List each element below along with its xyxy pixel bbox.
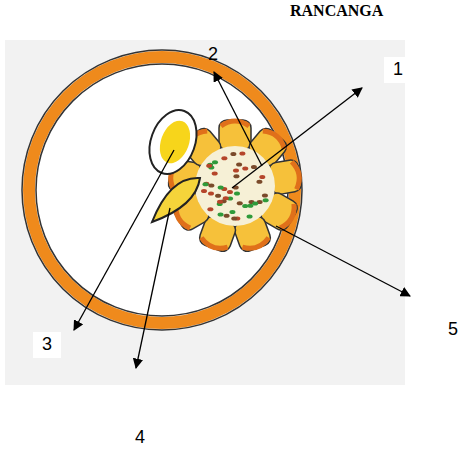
garnish: [234, 192, 240, 196]
leader-line: [214, 72, 262, 166]
heading-text: RANCANGA: [290, 2, 383, 20]
garnish: [237, 201, 243, 205]
callout-number: 5: [448, 320, 458, 340]
garnish: [208, 183, 214, 187]
garnish: [247, 204, 253, 208]
garnish: [251, 165, 257, 169]
garnish: [218, 185, 224, 189]
garnish: [247, 214, 253, 218]
garnish: [263, 198, 269, 202]
garnish: [202, 182, 208, 186]
garnish: [233, 168, 239, 172]
callout-number: 2: [208, 45, 218, 65]
lemon-wedge: [152, 178, 200, 222]
leader-line: [232, 88, 362, 188]
plate-edge: [22, 50, 302, 330]
egg: [141, 103, 205, 180]
garnish: [259, 175, 265, 179]
garnish: [215, 194, 221, 198]
garnish: [233, 174, 239, 178]
callout-number: 1: [384, 57, 412, 83]
plate-rim: [29, 57, 295, 323]
garnish: [242, 166, 248, 170]
garnish: [207, 207, 213, 211]
garnish: [262, 194, 268, 198]
garnish: [206, 164, 212, 168]
callout-number: 3: [33, 332, 61, 358]
leader-line: [136, 208, 170, 368]
garnish: [212, 171, 218, 175]
garnish: [242, 204, 248, 208]
garnish: [227, 190, 233, 194]
garnish: [201, 189, 207, 193]
garnish: [231, 217, 237, 221]
garnish: [221, 156, 227, 160]
leader-line: [276, 226, 410, 296]
garnish: [218, 213, 224, 217]
garnish: [256, 180, 262, 184]
callout-number: 4: [135, 428, 145, 448]
garnish: [236, 162, 242, 166]
garnish: [229, 210, 235, 214]
garnish: [224, 214, 230, 218]
photo-ground: [5, 40, 405, 385]
garnish: [239, 152, 245, 156]
garnish: [217, 200, 223, 204]
leader-line: [74, 150, 174, 330]
garnish: [230, 152, 236, 156]
garnish: [223, 196, 229, 200]
plate-inner-edge: [36, 64, 288, 316]
garnish: [208, 191, 214, 195]
garnish: [212, 160, 218, 164]
